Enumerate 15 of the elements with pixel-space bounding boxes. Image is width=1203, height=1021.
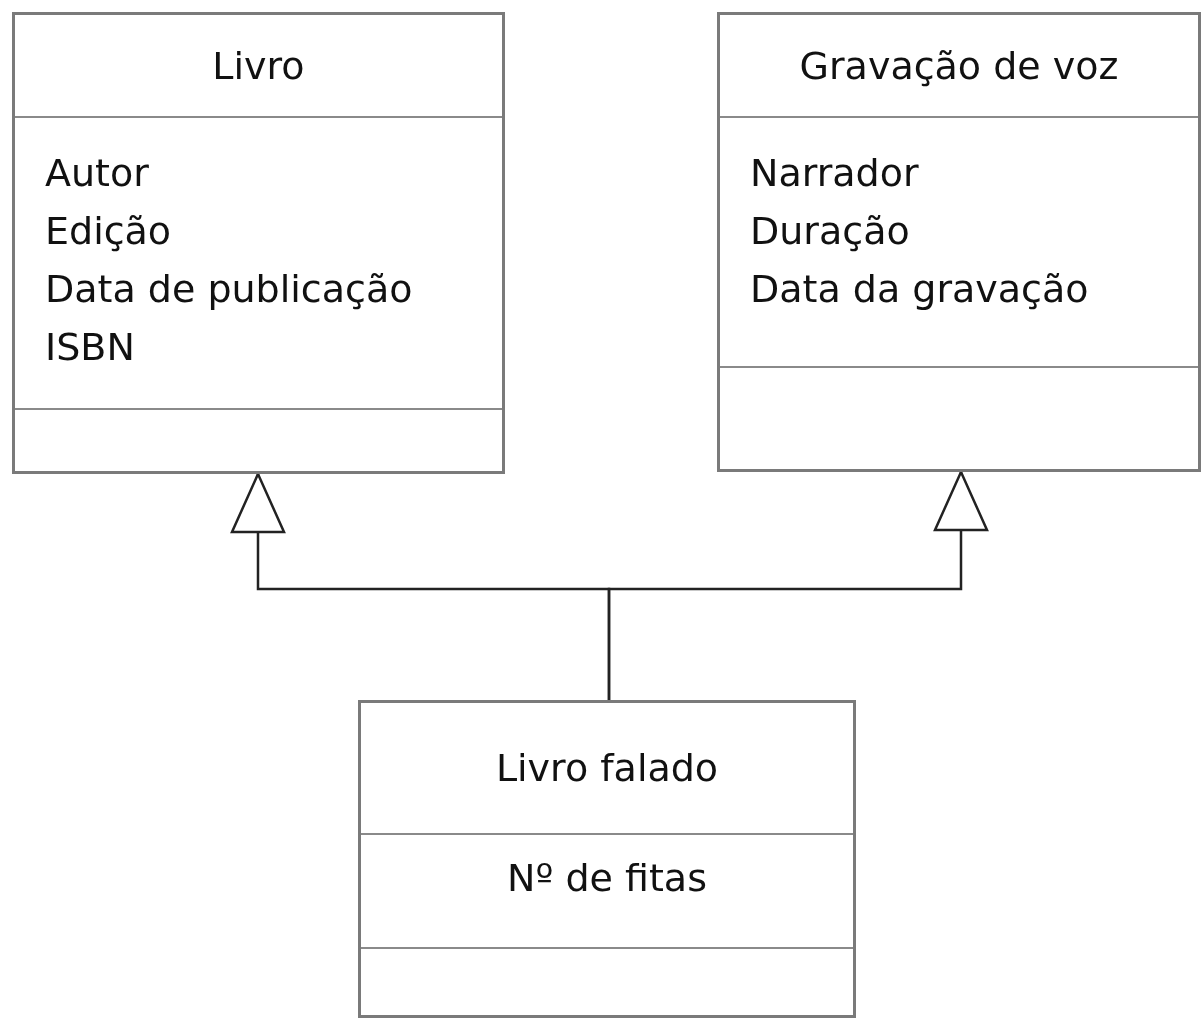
attribute-text: Autor — [45, 150, 149, 197]
class-box — [717, 12, 1201, 472]
class-box — [12, 12, 505, 474]
class-name: Livro — [212, 42, 305, 90]
attribute-text: Data da gravação — [750, 266, 1089, 313]
class-name: Livro falado — [495, 745, 719, 792]
attribute-text: Nº de fitas — [507, 855, 707, 902]
attribute-text: Edição — [45, 208, 172, 255]
attribute-text: Duração — [750, 208, 910, 255]
class-name: Gravação de voz — [799, 42, 1119, 90]
attribute-text: Data de publicação — [45, 266, 413, 313]
generalization-arrow — [607, 470, 989, 700]
attribute-text: Narrador — [750, 150, 919, 197]
class-box — [358, 700, 856, 1018]
attribute-text: ISBN — [45, 324, 135, 371]
